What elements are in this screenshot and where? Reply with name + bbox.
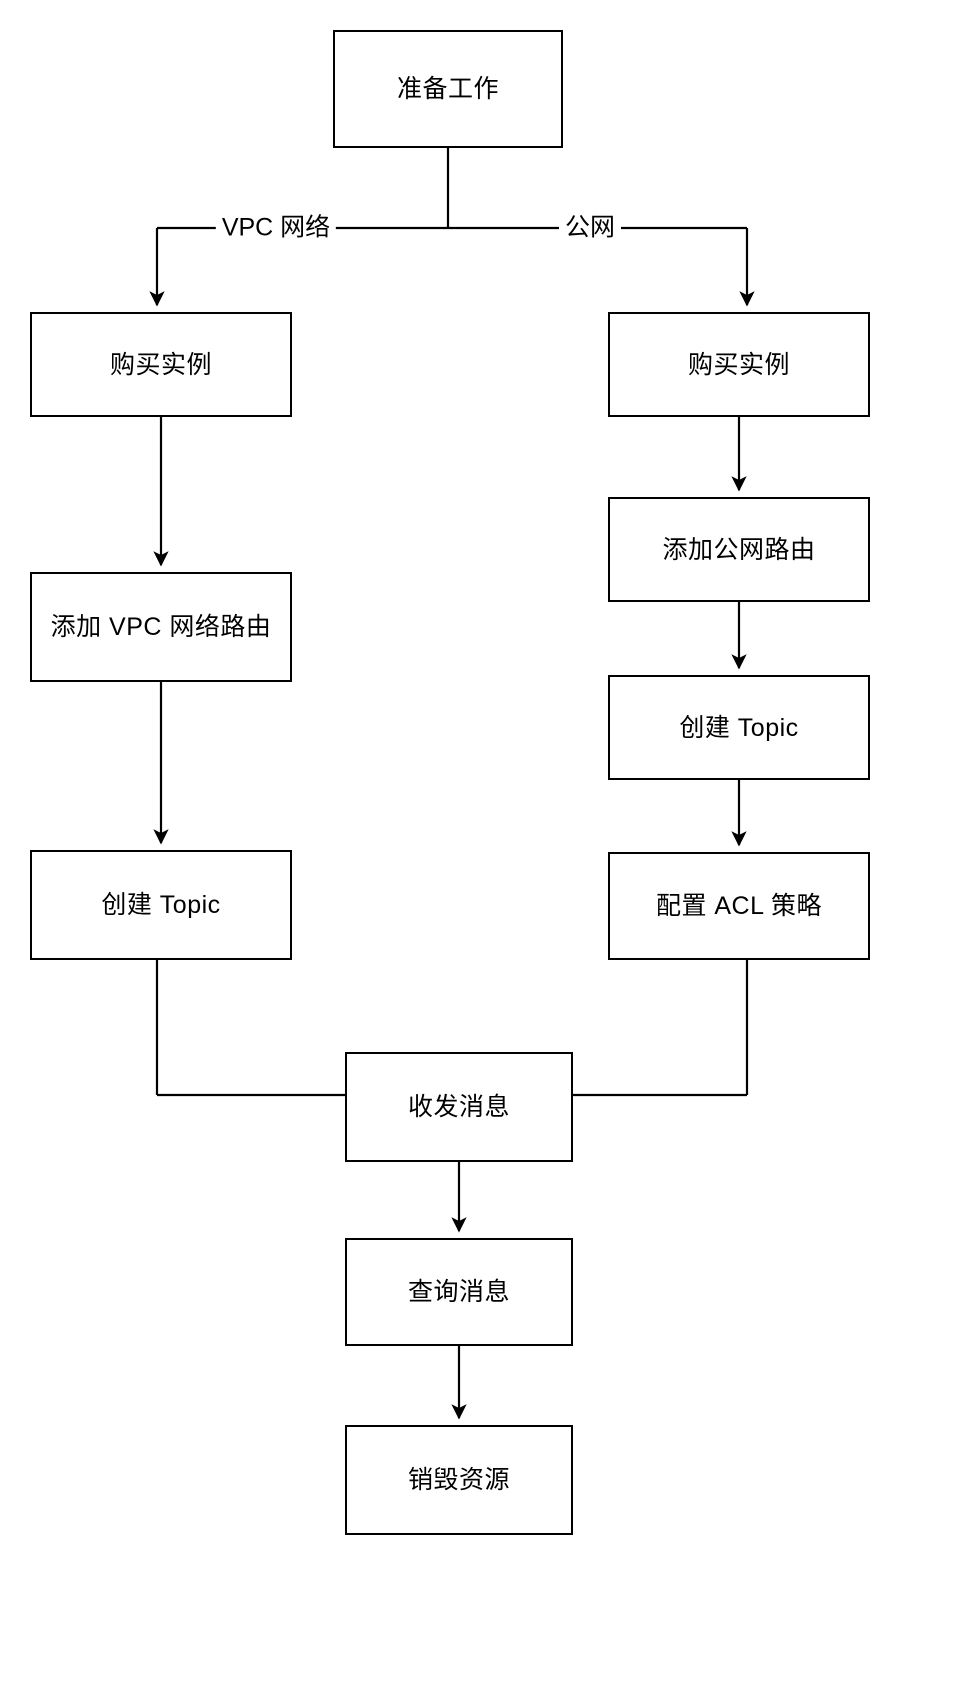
node-label-configure-acl-policy: 配置 ACL 策略 [655,892,823,920]
node-add-vpc-route[interactable]: 添加 VPC 网络路由 [30,572,292,682]
node-query-message[interactable]: 查询消息 [345,1238,573,1346]
node-label-buy-instance-vpc: 购买实例 [109,350,212,379]
edge-label-vpc-network: VPC 网络 [215,213,337,243]
node-label-create-topic-public: 创建 Topic [679,713,799,742]
node-label-destroy-resource: 销毁资源 [407,1466,510,1494]
node-prepare[interactable]: 准备工作 [333,30,563,148]
edge-label-public-network: 公网 [558,213,622,243]
node-label-query-message: 查询消息 [407,1278,510,1306]
node-label-create-topic-vpc: 创建 Topic [101,891,221,919]
node-add-public-route[interactable]: 添加公网路由 [608,497,870,602]
node-create-topic-public[interactable]: 创建 Topic [608,675,870,780]
node-buy-instance-vpc[interactable]: 购买实例 [30,312,292,417]
node-label-buy-instance-public: 购买实例 [687,350,790,379]
node-destroy-resource[interactable]: 销毁资源 [345,1425,573,1535]
node-buy-instance-public[interactable]: 购买实例 [608,312,870,417]
node-label-prepare: 准备工作 [396,75,499,103]
node-send-receive-message[interactable]: 收发消息 [345,1052,573,1162]
node-configure-acl-policy[interactable]: 配置 ACL 策略 [608,852,870,960]
node-label-send-receive-message: 收发消息 [407,1093,510,1121]
node-label-add-public-route: 添加公网路由 [662,535,816,564]
node-label-add-vpc-route: 添加 VPC 网络路由 [50,613,272,641]
node-create-topic-vpc[interactable]: 创建 Topic [30,850,292,960]
